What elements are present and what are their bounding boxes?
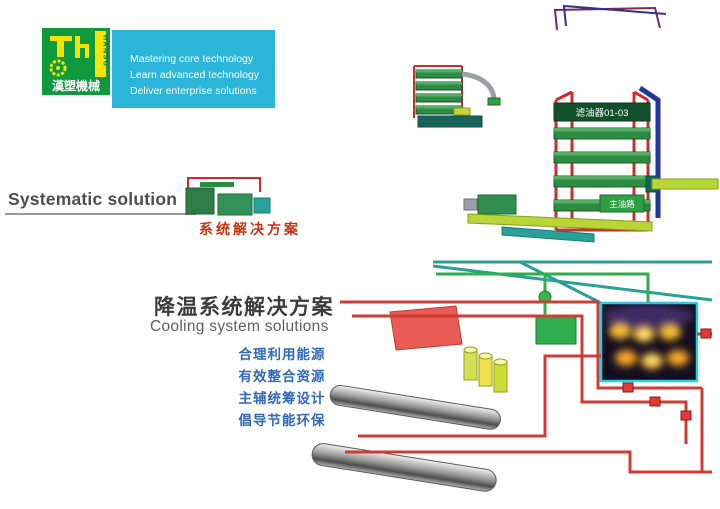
section-title-cn: 系统解决方案: [199, 221, 301, 237]
feature-item-2: 有效整合资源: [238, 369, 326, 384]
gray-arm: [461, 71, 497, 99]
company-logo: HANSU 漢塑機械: [42, 28, 110, 95]
green-unit-box: [477, 194, 517, 215]
section-divider: [5, 213, 196, 215]
thumb-frame: [187, 177, 261, 192]
small-rack-shelves: [415, 69, 463, 115]
machine-icon: [50, 36, 89, 58]
slogan-line-2: Learn advanced technology: [130, 69, 260, 81]
base-block: [417, 115, 483, 128]
red-panel: [389, 305, 463, 351]
feature-list: 合理利用能源 有效整合资源 主辅统筹设计 倡导节能环保: [230, 344, 334, 432]
red-valves: [622, 328, 712, 421]
thumb-box-1: [185, 187, 215, 215]
gear-icon: [49, 59, 67, 77]
logo-side-strip: [95, 31, 106, 77]
arm-end: [487, 97, 501, 106]
feature-item-3: 主辅统筹设计: [238, 391, 326, 406]
filter-label: 滤油器01-03: [576, 107, 629, 119]
cylinder-group: [463, 346, 508, 393]
yellow-part: [453, 107, 471, 116]
thumb-box-3: [253, 197, 271, 214]
section-title-en: Systematic solution: [8, 189, 178, 209]
slogan-line-1: Mastering core technology: [130, 53, 254, 65]
slogan-banner: Mastering core technology Learn advanced…: [112, 30, 275, 108]
teal-beam: [501, 226, 595, 243]
filter-unit-large: 滤油器01-03 主油路: [463, 4, 719, 243]
logo-company-name: 漢塑機械: [52, 78, 100, 93]
red-pipes: [340, 300, 712, 474]
green-heat-exchanger: [535, 315, 577, 345]
roller-cylinder-1: [329, 384, 501, 430]
logo-vertical-text: HANSU: [102, 35, 109, 67]
page-title-cn: 降温系统解决方案: [154, 296, 334, 319]
overhead-pipes: [553, 4, 667, 31]
main-oil-label: 主油路: [609, 199, 635, 209]
feature-item-1: 合理利用能源: [238, 347, 326, 362]
filter-unit-small: [413, 65, 501, 128]
thumb-box-2: [217, 193, 253, 216]
feature-item-4: 倡导节能环保: [238, 413, 326, 428]
filter-label-band: 滤油器01-03: [553, 102, 651, 122]
gray-part: [463, 198, 478, 211]
thermal-image: [599, 301, 699, 383]
machine-thumbnail: [185, 177, 271, 216]
page-title-en: Cooling system solutions: [150, 318, 329, 335]
main-oil-box: 主油路: [599, 194, 645, 213]
yellow-beam: [467, 213, 653, 232]
yellow-beam-right: [651, 178, 719, 190]
teal-pipes: [432, 260, 713, 305]
slogan-line-3: Deliver enterprise solutions: [130, 85, 257, 97]
cooling-piping-diagram: [311, 260, 713, 492]
thumb-shelf: [200, 182, 234, 187]
roller-cylinder-2: [311, 443, 497, 492]
